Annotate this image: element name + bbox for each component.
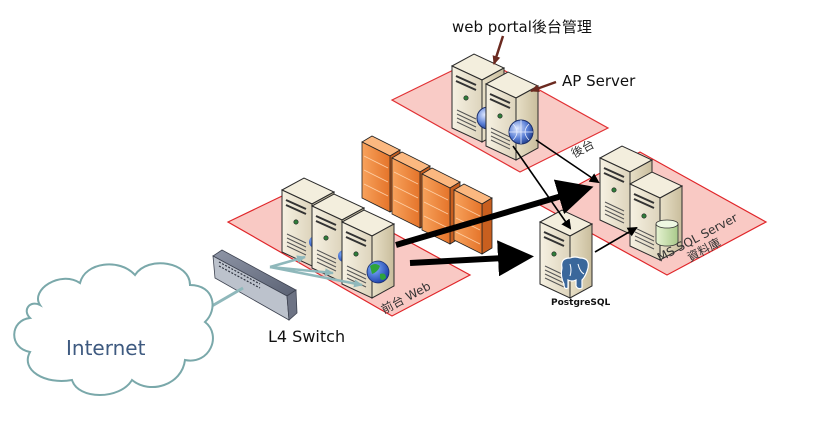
globe-icon [508, 119, 534, 145]
postgresql-server [539, 209, 593, 299]
switch-ports [218, 261, 261, 289]
web-server-3 [341, 209, 395, 299]
firewall [361, 135, 493, 255]
internet-label: Internet [66, 336, 146, 360]
database-icon [655, 219, 679, 247]
l4-switch [212, 249, 298, 321]
web-portal-label: web portal後台管理 [452, 18, 592, 36]
ap-to-postgresql-arrow [512, 145, 572, 230]
web-to-postgresql-arrow [409, 240, 534, 277]
ap-server [485, 71, 539, 161]
postgresql-label: PostgreSQL [551, 298, 611, 308]
ap-to-mssql-arrow [535, 139, 600, 184]
postgresql-to-mssql-arrow [594, 226, 638, 253]
l4-switch-label: L4 Switch [268, 327, 345, 346]
internet-cloud [13, 262, 214, 396]
postgresql-elephant-icon [560, 256, 589, 290]
web-portal-annotation-arrow [492, 35, 505, 65]
web-to-mssql-arrow [395, 179, 594, 248]
ap-server-annotation-arrow [530, 80, 557, 93]
globe-icon [366, 260, 390, 284]
ap-server-label: AP Server [562, 72, 636, 90]
